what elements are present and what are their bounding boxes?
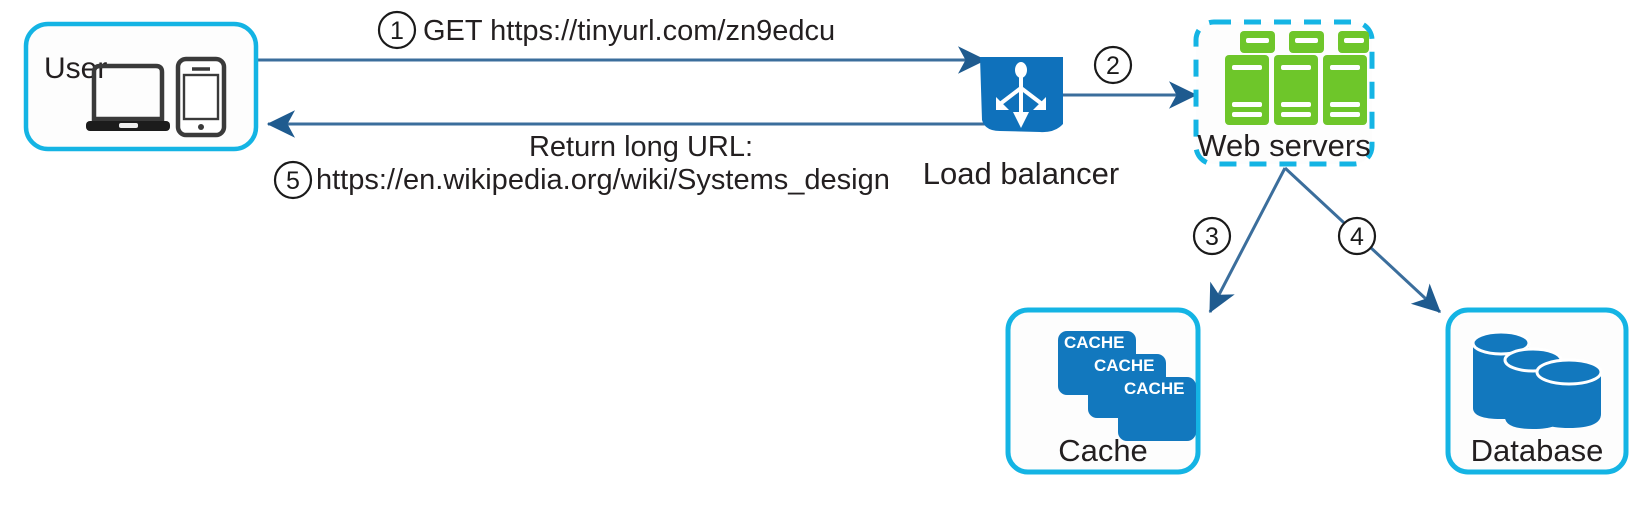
step-badge-3: 3	[1192, 216, 1232, 256]
step-badge-5: 5	[273, 160, 313, 200]
node-cache[interactable]: CACHE CACHE CACHE Cache	[1005, 307, 1201, 475]
step-badge-4: 4	[1337, 216, 1377, 256]
cache-tile-label: CACHE	[1064, 333, 1124, 352]
node-user[interactable]: User	[23, 21, 259, 152]
cache-tile-label: CACHE	[1124, 379, 1184, 398]
step-badge-1: 1	[377, 10, 417, 50]
step-badge-1-number: 1	[390, 17, 404, 45]
database-cylinder-icon	[1535, 358, 1603, 428]
node-database[interactable]: Database	[1445, 307, 1629, 475]
load-balancer-icon	[980, 57, 1063, 133]
server-tower-icon	[1225, 31, 1275, 125]
cache-tile-icon: CACHE	[1118, 377, 1196, 441]
step-badge-2: 2	[1093, 45, 1133, 85]
step-badge-3-number: 3	[1205, 223, 1219, 251]
node-web-servers[interactable]: Web servers	[1193, 19, 1375, 167]
step-1-label: GET https://tinyurl.com/zn9edcu	[423, 15, 835, 47]
node-load-balancer-label: Load balancer	[923, 156, 1120, 191]
laptop-icon	[86, 63, 170, 131]
cache-tile-label: CACHE	[1094, 356, 1154, 375]
node-web-servers-label: Web servers	[1197, 128, 1370, 163]
server-tower-icon	[1323, 31, 1369, 125]
step-badge-4-number: 4	[1350, 223, 1364, 251]
step-5-label-line-2: https://en.wikipedia.org/wiki/Systems_de…	[316, 164, 890, 196]
node-load-balancer[interactable]: Load balancer	[923, 57, 1120, 191]
smartphone-icon	[175, 56, 227, 138]
connector-step-3	[1208, 167, 1287, 314]
step-badge-5-number: 5	[286, 167, 300, 195]
step-5-label-line-1: Return long URL:	[529, 131, 753, 163]
server-tower-icon	[1274, 31, 1324, 125]
node-database-label: Database	[1471, 433, 1604, 468]
step-badge-2-number: 2	[1106, 52, 1120, 80]
node-cache-label: Cache	[1058, 433, 1148, 468]
